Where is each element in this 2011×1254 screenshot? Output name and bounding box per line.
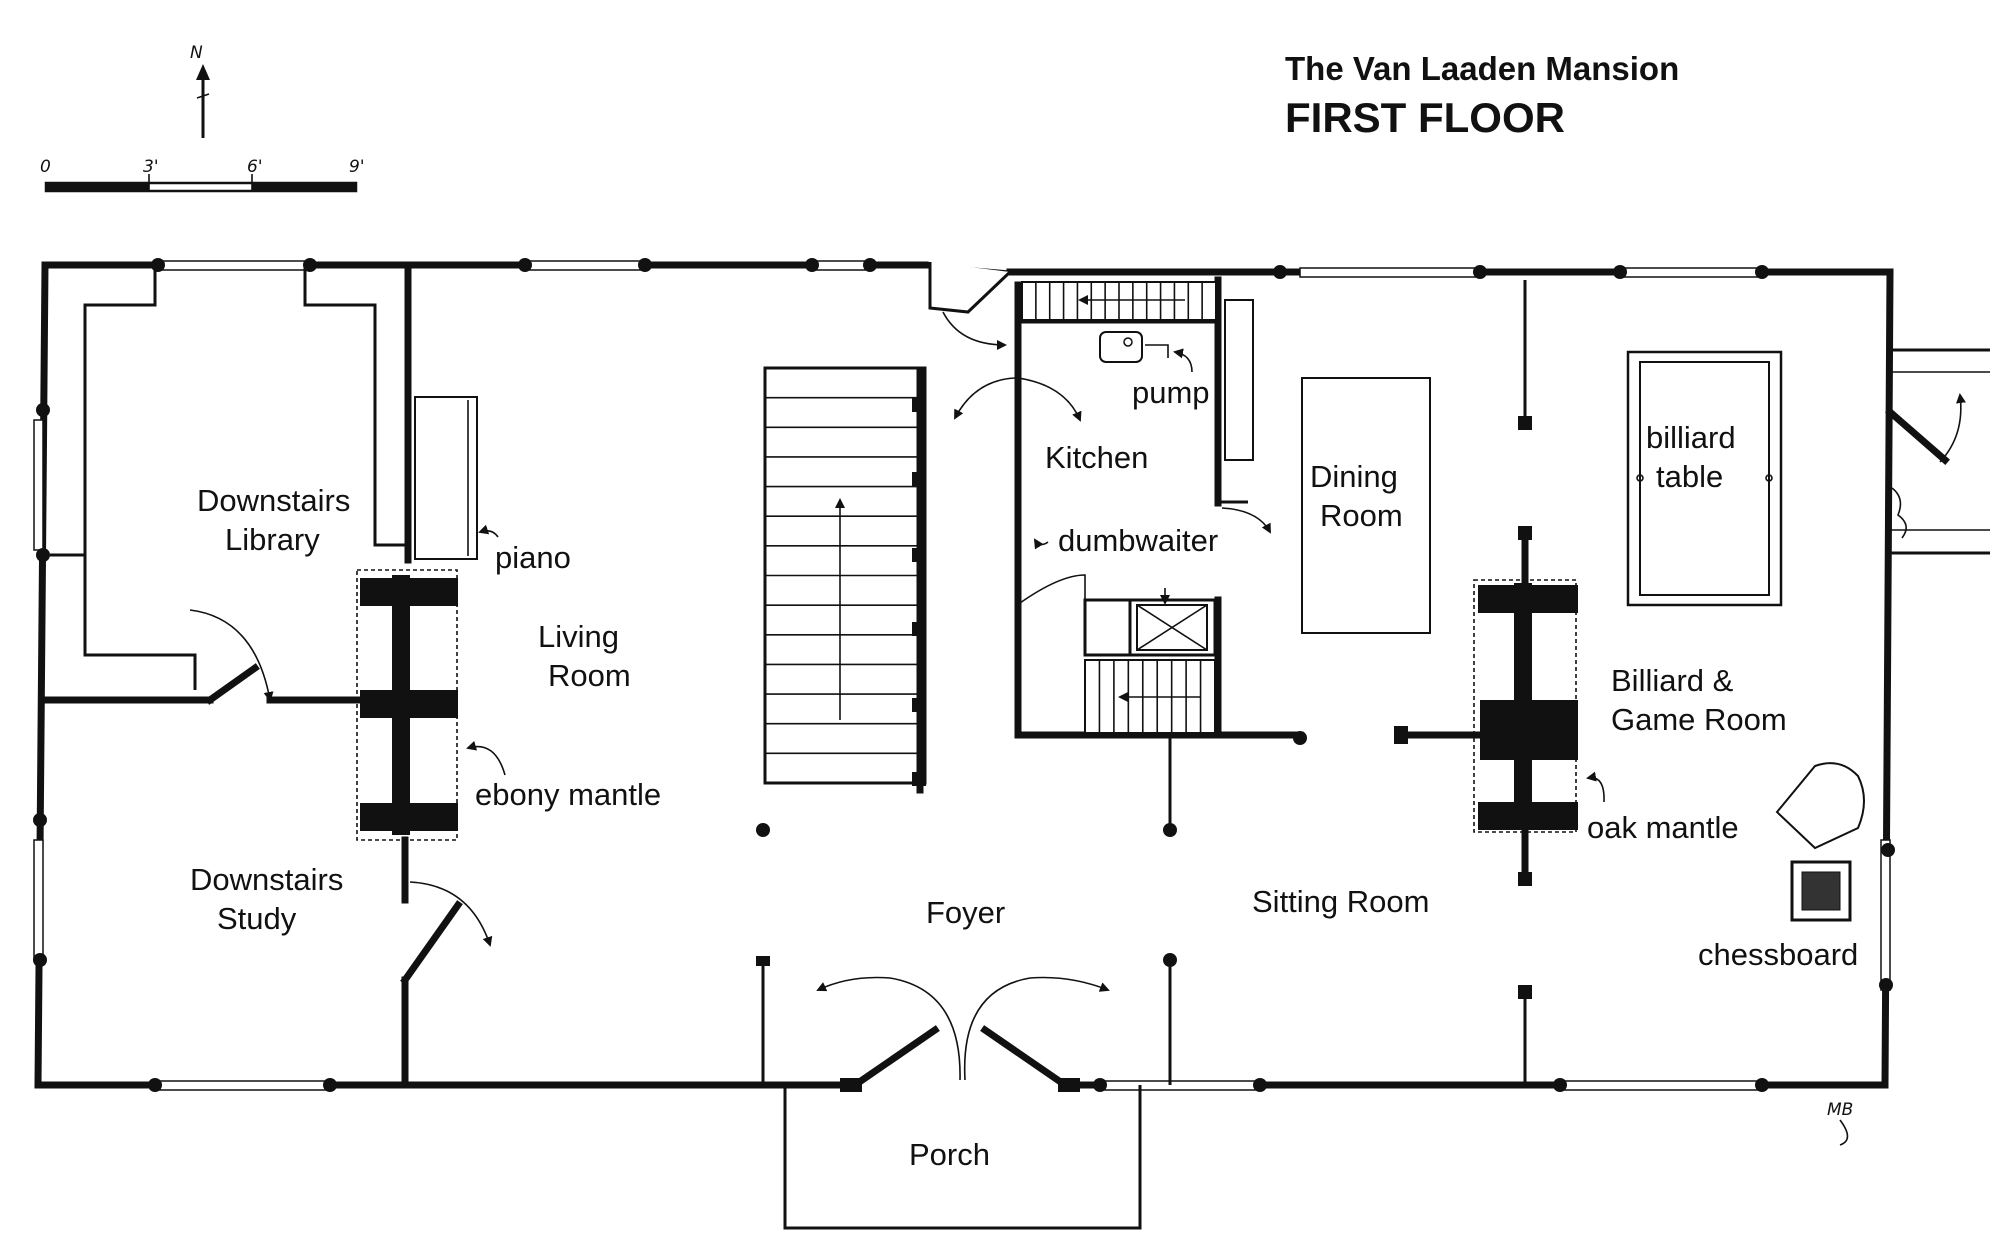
label-kitchen: Kitchen: [1045, 440, 1148, 475]
label-dining-1: Dining: [1310, 459, 1398, 494]
label-ebony-mantle: ebony mantle: [475, 777, 661, 812]
label-pump: pump: [1132, 375, 1210, 410]
scale-tick-3: 3': [143, 157, 159, 177]
label-piano: piano: [495, 540, 571, 575]
dining-table-icon: [1301, 377, 1431, 634]
scale-bar: 0 3' 6' 9': [40, 157, 365, 193]
label-billiard-table-2: table: [1656, 459, 1723, 494]
label-billiard-2: Game Room: [1611, 702, 1787, 737]
label-billiard-table-1: billiard: [1646, 420, 1736, 455]
east-door: [1885, 348, 1990, 555]
label-library-2: Library: [225, 522, 320, 557]
ebony-mantle-icon: [356, 569, 506, 841]
label-study-2: Study: [217, 901, 297, 936]
oak-mantle-icon: [1473, 579, 1605, 833]
label-living-1: Living: [538, 619, 619, 654]
label-library-1: Downstairs: [197, 483, 350, 518]
front-doors: [816, 976, 1110, 1092]
main-staircase: [756, 366, 927, 837]
kitchen-walls: [928, 262, 1307, 745]
label-foyer: Foyer: [926, 895, 1005, 930]
armchair-icon: [1775, 762, 1865, 850]
billiard-table-icon: [1626, 350, 1783, 607]
library-walls: [41, 265, 493, 1089]
label-oak-mantle: oak mantle: [1587, 810, 1739, 845]
chessboard-icon: [1790, 860, 1852, 922]
label-billiard-1: Billiard &: [1611, 663, 1734, 698]
exterior-walls: [33, 258, 1895, 1092]
label-chessboard: chessboard: [1698, 937, 1858, 972]
label-dining-2: Room: [1320, 498, 1403, 533]
scale-tick-6: 6': [247, 157, 263, 177]
label-dumbwaiter: dumbwaiter: [1058, 523, 1218, 558]
north-arrow-icon: N: [190, 43, 210, 138]
signature: MB: [1827, 1100, 1853, 1120]
label-sitting: Sitting Room: [1252, 884, 1429, 919]
title-line-2: FIRST FLOOR: [1285, 94, 1565, 141]
piano-icon: [414, 396, 499, 560]
title-line-1: The Van Laaden Mansion: [1285, 50, 1679, 87]
porch-outline: [783, 1085, 1142, 1230]
scale-tick-0: 0: [40, 157, 51, 177]
label-study-1: Downstairs: [190, 862, 343, 897]
scale-tick-9: 9': [349, 157, 365, 177]
label-porch: Porch: [909, 1137, 990, 1172]
compass-label: N: [190, 43, 203, 63]
label-living-2: Room: [548, 658, 631, 693]
